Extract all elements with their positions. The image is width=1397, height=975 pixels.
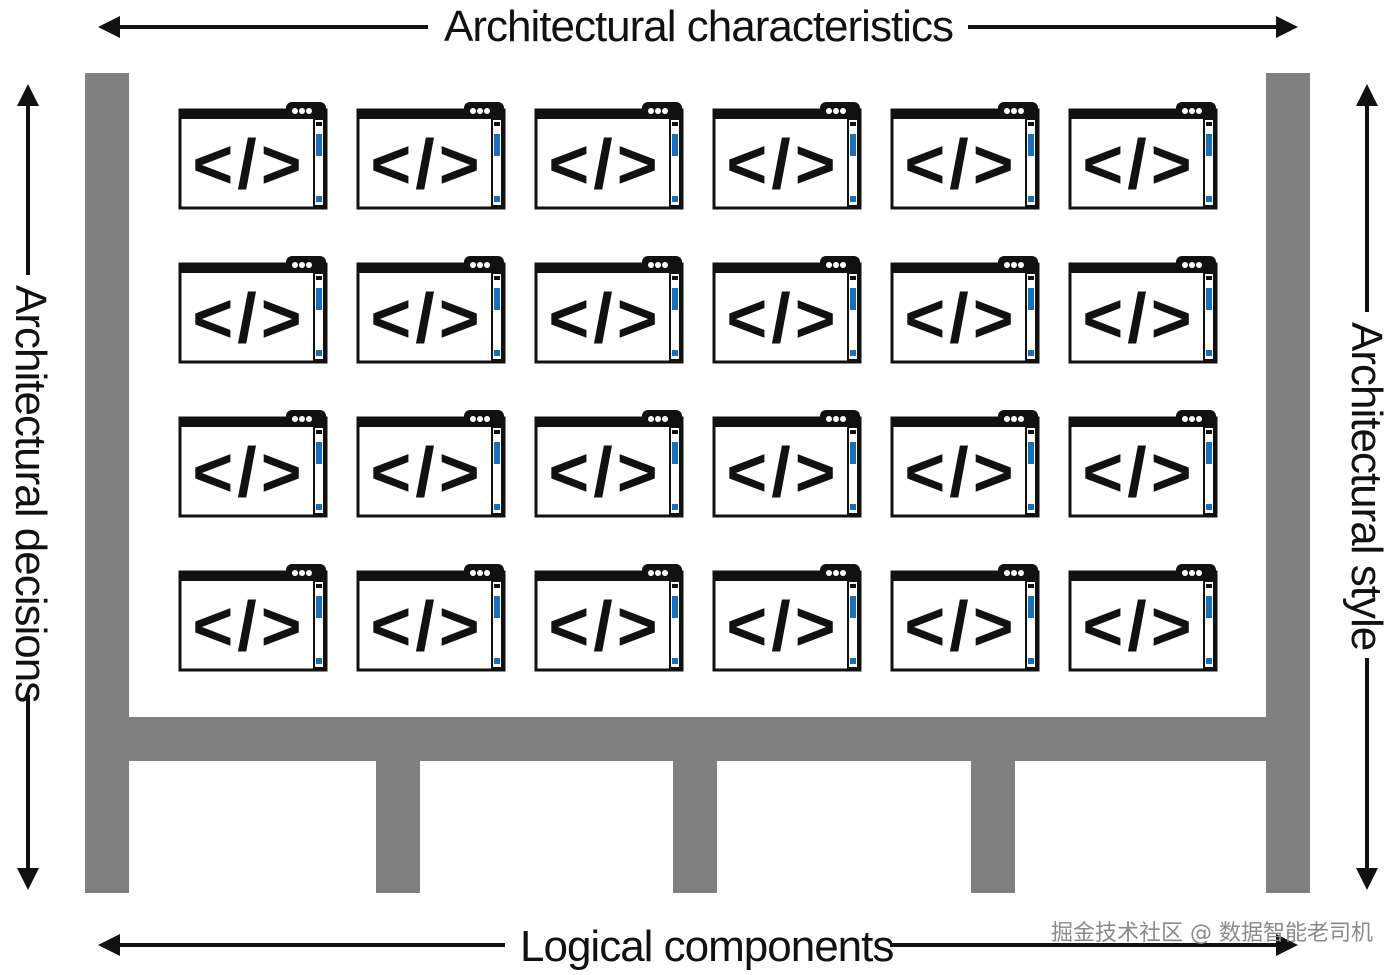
code-window-icon bbox=[1068, 256, 1218, 364]
code-glyph: </> bbox=[1082, 433, 1196, 511]
code-window-icon bbox=[890, 102, 1040, 210]
code-window-icon bbox=[534, 102, 684, 210]
code-glyph: </> bbox=[726, 125, 840, 203]
code-component-4-3: </> bbox=[534, 562, 686, 674]
code-component-2-3: </> bbox=[534, 254, 686, 366]
code-component-3-4: </> bbox=[712, 408, 864, 520]
architectural-decisions-label: Architectural decisions bbox=[6, 285, 55, 703]
logical-components-grid: </> </> </> </> </> </> </> </> </> </> </> </> </> <… bbox=[178, 100, 1223, 675]
code-window-icon bbox=[890, 256, 1040, 364]
code-window-icon bbox=[1068, 102, 1218, 210]
code-window-icon bbox=[712, 564, 862, 672]
code-component-1-2: </> bbox=[356, 100, 508, 212]
code-glyph: </> bbox=[904, 587, 1018, 665]
code-glyph: </> bbox=[726, 433, 840, 511]
support-leg-3 bbox=[971, 717, 1015, 893]
code-component-1-6: </> bbox=[1068, 100, 1220, 212]
code-component-3-2: </> bbox=[356, 408, 508, 520]
code-window-icon bbox=[890, 410, 1040, 518]
code-glyph: </> bbox=[370, 587, 484, 665]
code-glyph: </> bbox=[370, 433, 484, 511]
support-leg-2 bbox=[673, 717, 717, 893]
right-pillar bbox=[1266, 73, 1310, 893]
code-component-3-1: </> bbox=[178, 408, 330, 520]
code-component-4-6: </> bbox=[1068, 562, 1220, 674]
architectural-characteristics-label: Architectural characteristics bbox=[444, 2, 954, 51]
right-arrow bbox=[1356, 84, 1378, 890]
code-glyph: </> bbox=[370, 279, 484, 357]
code-window-icon bbox=[712, 256, 862, 364]
code-window-icon bbox=[1068, 410, 1218, 518]
support-leg-1 bbox=[376, 717, 420, 893]
code-glyph: </> bbox=[548, 125, 662, 203]
code-component-3-6: </> bbox=[1068, 408, 1220, 520]
code-component-2-4: </> bbox=[712, 254, 864, 366]
code-window-icon bbox=[178, 564, 328, 672]
code-glyph: </> bbox=[904, 279, 1018, 357]
code-component-1-3: </> bbox=[534, 100, 686, 212]
code-glyph: </> bbox=[904, 433, 1018, 511]
code-glyph: </> bbox=[548, 433, 662, 511]
code-window-icon bbox=[356, 564, 506, 672]
code-window-icon bbox=[712, 102, 862, 210]
code-glyph: </> bbox=[370, 125, 484, 203]
code-component-3-3: </> bbox=[534, 408, 686, 520]
code-glyph: </> bbox=[548, 279, 662, 357]
architectural-style-label: Architectural style bbox=[1342, 322, 1391, 651]
code-window-icon bbox=[1068, 564, 1218, 672]
code-window-icon bbox=[356, 410, 506, 518]
code-component-1-1: </> bbox=[178, 100, 330, 212]
code-glyph: </> bbox=[192, 125, 306, 203]
code-window-icon bbox=[356, 102, 506, 210]
watermark: 掘金技术社区 @ 数据智能老司机 bbox=[1051, 921, 1373, 946]
code-component-4-5: </> bbox=[890, 562, 1042, 674]
left-pillar bbox=[85, 73, 129, 893]
logical-components-label: Logical components bbox=[520, 922, 894, 971]
code-component-2-2: </> bbox=[356, 254, 508, 366]
code-glyph: </> bbox=[192, 279, 306, 357]
code-window-icon bbox=[534, 410, 684, 518]
code-window-icon bbox=[890, 564, 1040, 672]
code-glyph: </> bbox=[1082, 279, 1196, 357]
code-glyph: </> bbox=[192, 433, 306, 511]
code-glyph: </> bbox=[726, 587, 840, 665]
code-glyph: </> bbox=[548, 587, 662, 665]
code-component-2-5: </> bbox=[890, 254, 1042, 366]
left-arrow bbox=[17, 84, 39, 890]
code-component-3-5: </> bbox=[890, 408, 1042, 520]
code-component-4-2: </> bbox=[356, 562, 508, 674]
code-component-1-4: </> bbox=[712, 100, 864, 212]
code-component-1-5: </> bbox=[890, 100, 1042, 212]
code-window-icon bbox=[534, 256, 684, 364]
code-window-icon bbox=[534, 564, 684, 672]
code-glyph: </> bbox=[726, 279, 840, 357]
bottom-arrow bbox=[98, 934, 1298, 956]
code-window-icon bbox=[178, 410, 328, 518]
code-window-icon bbox=[356, 256, 506, 364]
code-component-4-1: </> bbox=[178, 562, 330, 674]
code-window-icon bbox=[712, 410, 862, 518]
code-glyph: </> bbox=[1082, 125, 1196, 203]
top-arrow bbox=[98, 16, 1298, 38]
code-component-4-4: </> bbox=[712, 562, 864, 674]
code-glyph: </> bbox=[192, 587, 306, 665]
code-window-icon bbox=[178, 102, 328, 210]
code-component-2-6: </> bbox=[1068, 254, 1220, 366]
code-component-2-1: </> bbox=[178, 254, 330, 366]
code-glyph: </> bbox=[904, 125, 1018, 203]
code-window-icon bbox=[178, 256, 328, 364]
code-glyph: </> bbox=[1082, 587, 1196, 665]
